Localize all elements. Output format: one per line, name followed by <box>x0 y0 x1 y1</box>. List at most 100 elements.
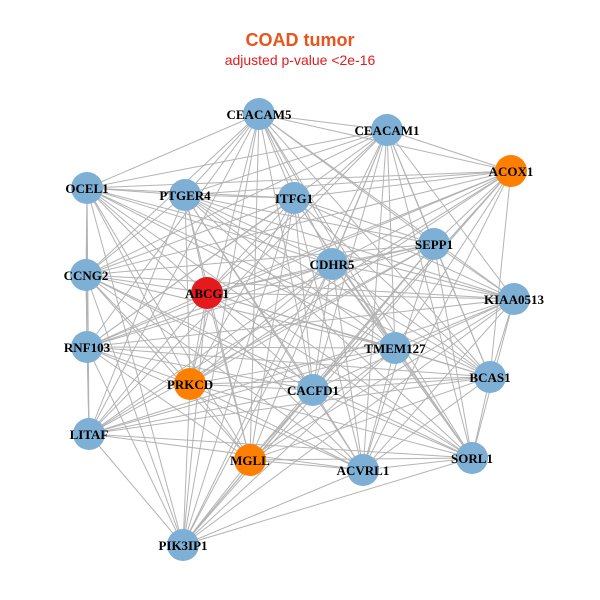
node-circle[interactable] <box>73 418 105 450</box>
edge-RNF103-PRKCD <box>86 346 191 385</box>
node-label: SORL1 <box>451 451 493 466</box>
node-circle[interactable] <box>278 182 310 214</box>
edge-PRKCD-MGLL <box>189 383 251 461</box>
node-circle[interactable] <box>167 529 199 561</box>
edge-TMEM127-PRKCD <box>189 347 396 385</box>
node-label: PIK3IP1 <box>158 538 207 553</box>
node-circle[interactable] <box>297 374 329 406</box>
node-ccng2[interactable]: CCNG2 <box>64 259 109 291</box>
node-label: SEPP1 <box>415 237 453 252</box>
node-circle[interactable] <box>456 442 488 474</box>
edge-ABCG1-MGLL <box>206 292 251 461</box>
edge-SEPP1-CCNG2 <box>85 243 435 276</box>
edge-CEACAM1-ACOX1 <box>386 129 512 172</box>
node-itfg1[interactable]: ITFG1 <box>275 182 313 214</box>
node-mgll[interactable]: MGLL <box>230 444 270 476</box>
node-label: ACOX1 <box>489 164 534 179</box>
edge-CCNG2-TMEM127 <box>85 274 396 349</box>
edge-ITFG1-CCNG2 <box>85 197 295 276</box>
node-circle[interactable] <box>174 368 206 400</box>
edge-ACOX1-CDHR5 <box>331 170 512 265</box>
edge-PTGER4-MGLL <box>184 194 251 461</box>
edge-ABCG1-KIAA0513 <box>206 292 515 300</box>
edge-ITFG1-SEPP1 <box>293 197 435 245</box>
node-circle[interactable] <box>169 179 201 211</box>
edge-ACOX1-ACVRL1 <box>362 170 512 471</box>
node-rnf103[interactable]: RNF103 <box>64 331 111 363</box>
node-circle[interactable] <box>243 98 275 130</box>
graph-title: COAD tumor <box>245 30 355 50</box>
edge-RNF103-BCAS1 <box>86 346 491 378</box>
edge-SEPP1-RNF103 <box>86 243 435 348</box>
node-prkcd[interactable]: PRKCD <box>167 368 213 400</box>
node-pik3ip1[interactable]: PIK3IP1 <box>158 529 208 561</box>
node-tmem127[interactable]: TMEM127 <box>364 332 426 364</box>
node-ceacam5[interactable]: CEACAM5 <box>227 98 292 130</box>
node-label: CCNG2 <box>64 268 109 283</box>
node-circle[interactable] <box>495 155 527 187</box>
edge-ITFG1-ABCG1 <box>206 197 295 294</box>
node-circle[interactable] <box>418 228 450 260</box>
edge-ACOX1-PIK3IP1 <box>182 170 512 546</box>
node-circle[interactable] <box>474 361 506 393</box>
edge-ACVRL1-SORL1 <box>362 457 473 471</box>
node-circle[interactable] <box>191 277 223 309</box>
node-sepp1[interactable]: SEPP1 <box>415 228 453 260</box>
edge-ACOX1-RNF103 <box>86 170 512 348</box>
node-circle[interactable] <box>498 283 530 315</box>
edge-CEACAM5-MGLL <box>249 113 260 461</box>
edge-BCAS1-LITAF <box>88 376 491 435</box>
node-circle[interactable] <box>71 172 103 204</box>
node-ceacam1[interactable]: CEACAM1 <box>355 114 420 146</box>
node-cacfd1[interactable]: CACFD1 <box>287 374 339 406</box>
edge-PTGER4-TMEM127 <box>184 194 396 349</box>
node-label: KIAA0513 <box>484 292 544 307</box>
edge-CEACAM5-CEACAM1 <box>258 113 388 131</box>
edge-ABCG1-CACFD1 <box>206 292 314 391</box>
edge-CEACAM5-TMEM127 <box>258 113 396 349</box>
node-acvrl1[interactable]: ACVRL1 <box>337 454 390 486</box>
node-circle[interactable] <box>71 331 103 363</box>
node-bcas1[interactable]: BCAS1 <box>469 361 511 393</box>
node-ptger4[interactable]: PTGER4 <box>159 179 211 211</box>
node-kiaa0513[interactable]: KIAA0513 <box>484 283 544 315</box>
edge-CEACAM5-CACFD1 <box>258 113 314 391</box>
node-label: ACVRL1 <box>337 463 390 478</box>
edge-KIAA0513-CACFD1 <box>312 298 515 391</box>
edge-CCNG2-PIK3IP1 <box>85 274 184 546</box>
edge-PTGER4-ITFG1 <box>184 194 295 199</box>
edge-ITFG1-CACFD1 <box>293 197 314 391</box>
edge-OCEL1-PRKCD <box>86 187 191 385</box>
node-circle[interactable] <box>371 114 403 146</box>
node-label: TMEM127 <box>364 341 426 356</box>
edge-ABCG1-SORL1 <box>206 292 473 459</box>
node-acox1[interactable]: ACOX1 <box>489 155 534 187</box>
edge-OCEL1-PIK3IP1 <box>86 187 184 546</box>
node-circle[interactable] <box>316 248 348 280</box>
edge-ITFG1-KIAA0513 <box>293 197 515 300</box>
node-sorl1[interactable]: SORL1 <box>451 442 493 474</box>
node-label: CEACAM5 <box>227 107 292 122</box>
edge-ACOX1-LITAF <box>88 170 512 435</box>
edge-ACOX1-OCEL1 <box>86 170 512 189</box>
node-circle[interactable] <box>347 454 379 486</box>
edge-ITFG1-MGLL <box>249 197 295 461</box>
edge-SEPP1-LITAF <box>88 243 435 435</box>
edge-ITFG1-BCAS1 <box>293 197 491 378</box>
node-circle[interactable] <box>70 259 102 291</box>
node-litaf[interactable]: LITAF <box>70 418 109 450</box>
node-label: CDHR5 <box>310 257 355 272</box>
edge-LITAF-PIK3IP1 <box>88 433 184 546</box>
node-ocel1[interactable]: OCEL1 <box>65 172 109 204</box>
edge-LITAF-ACVRL1 <box>88 433 364 471</box>
node-circle[interactable] <box>234 444 266 476</box>
edge-CCNG2-MGLL <box>85 274 251 461</box>
edge-CCNG2-ACVRL1 <box>85 274 364 471</box>
node-cdhr5[interactable]: CDHR5 <box>310 248 355 280</box>
edge-TMEM127-LITAF <box>88 347 396 435</box>
node-label: MGLL <box>230 453 270 468</box>
node-circle[interactable] <box>379 332 411 364</box>
node-abcg1[interactable]: ABCG1 <box>185 277 229 309</box>
edge-OCEL1-SORL1 <box>86 187 473 459</box>
